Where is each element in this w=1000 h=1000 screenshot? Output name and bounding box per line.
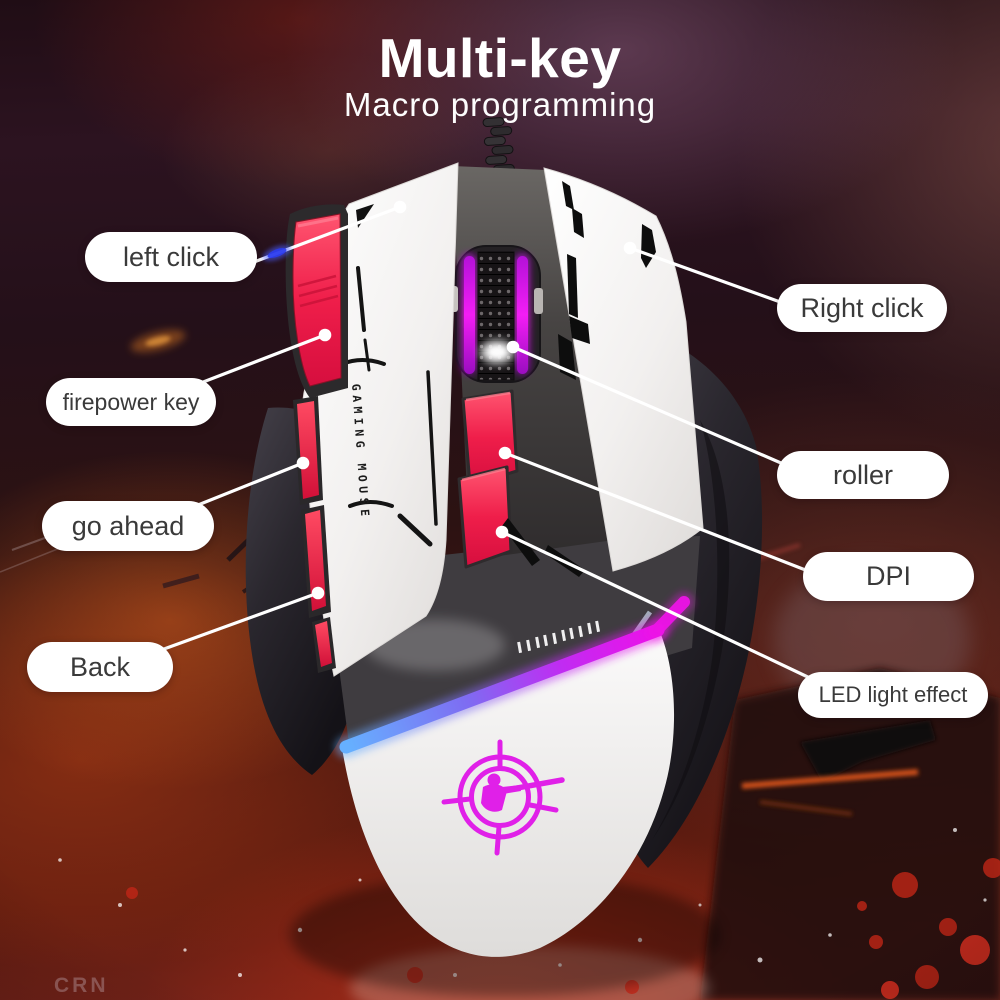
callout-line-firepower [196,333,327,386]
callout-label-back: Back [27,642,173,692]
callout-label-left-click: left click [85,232,257,282]
callout-dot-dpi [498,446,512,460]
band-tick-marks [517,620,601,654]
callout-dot-go-ahead [296,456,310,470]
scroll-wheel [449,245,543,383]
callout-line-go-ahead [196,461,305,507]
watermark-text: CRN [54,974,109,997]
callout-dot-back [311,586,325,600]
callout-label-firepower-key: firepower key [46,378,216,426]
callout-dots [296,200,637,600]
right-grip-shade [652,420,730,840]
soldier-silhouette [481,773,521,812]
right-button-panel [543,167,704,572]
crosshair-logo [441,739,565,856]
callout-dot-right-click [623,241,637,255]
led-strip [335,592,694,758]
callout-label-dpi: DPI [803,552,974,601]
gaming-mouse: GAMING MOUSE [245,162,763,997]
led-button-lower [457,465,513,569]
page-subtitle: Macro programming [343,86,657,123]
callout-label-roller: roller [777,451,949,499]
blue-light-glint [262,244,292,262]
callout-dot-firepower [318,328,332,342]
callout-line-dpi [503,451,810,573]
callout-label-led-light-effect: LED light effect [798,672,988,718]
callout-line-led [500,530,814,681]
callout-label-right-click: Right click [777,284,947,332]
callout-line-right-click [628,246,785,305]
callout-line-roller [511,345,783,465]
side-button-forward [293,396,323,505]
dpi-button-upper [461,389,519,487]
wheel-tab-right [534,288,543,314]
callout-line-back [162,591,320,651]
callout-lines [162,205,814,681]
palm-rest [342,632,675,957]
callout-dot-left-click [393,200,407,214]
fire-button [285,204,348,398]
callout-dot-led [495,525,509,539]
side-button-back [301,505,336,673]
callout-dot-roller [506,340,520,354]
callout-label-go-ahead: go ahead [42,501,214,551]
page-title: Multi-key [378,27,622,89]
